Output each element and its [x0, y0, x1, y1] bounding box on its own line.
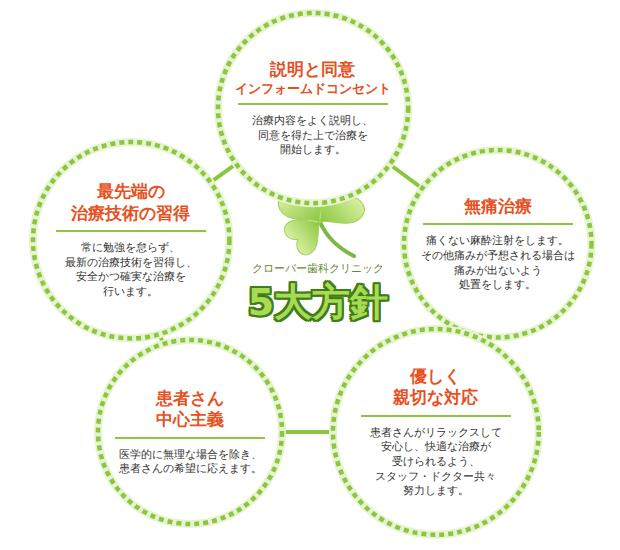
circle-glow [404, 150, 591, 337]
text-line: 最先端の [71, 181, 190, 202]
circle-content: 説明と同意インフォームドコンセント治療内容をよく説明し、同意を得た上で治療を開始… [235, 59, 391, 157]
circle-glow [218, 13, 408, 203]
text-line: 患者さんの希望に応えます。 [119, 461, 262, 476]
circle-body: 痛くない麻酔注射をします。その他痛みが予想される場合は痛みが出ないよう処置をしま… [421, 233, 575, 292]
circle-subheading: インフォームドコンセント [235, 81, 391, 97]
policy-circle: 患者さん中心主義医学的に無理な場合を除き、患者さんの希望に応えます。 [93, 335, 287, 529]
connector-line [284, 430, 331, 434]
heading-rule [238, 103, 388, 105]
circle-heading: 無痛治療 [464, 196, 532, 217]
text-line: 患者さん [156, 388, 224, 409]
text-line: 説明と同意 [270, 59, 355, 80]
circle-body: 治療内容をよく説明し、同意を得た上で治療を開始します。 [252, 113, 373, 157]
heading-rule [56, 230, 206, 232]
text-line: 痛みが出ないよう [421, 263, 575, 278]
text-line: 開始します。 [252, 142, 373, 157]
circle-content: 患者さん中心主義医学的に無理な場合を除き、患者さんの希望に応えます。 [115, 388, 265, 476]
text-line: 処置をします。 [421, 277, 575, 292]
circle-outline [93, 335, 287, 529]
text-line: インフォームドコンセント [235, 81, 391, 97]
circle-body: 医学的に無理な場合を除き、患者さんの希望に応えます。 [119, 447, 262, 476]
text-line: 安全かつ確実な治療を [65, 269, 197, 284]
text-line: 無痛治療 [464, 196, 532, 217]
connector-line [391, 166, 421, 188]
text-line: 優しく [393, 366, 478, 387]
heading-rule [361, 415, 511, 417]
text-line: 安心し、快適な治療が [370, 439, 502, 454]
text-line: 同意を得た上で治療を [252, 128, 373, 143]
circle-content: 優しく親切な対応患者さんがリラックスして安心し、快適な治療が受けられるよう、スタ… [361, 366, 511, 498]
text-line: 努力します。 [370, 483, 502, 498]
text-line: 治療技術の習得 [71, 203, 190, 224]
policy-circle: 無痛治療痛くない麻酔注射をします。その他痛みが予想される場合は痛みが出ないよう処… [399, 145, 596, 342]
text-line: 行います。 [65, 284, 197, 299]
text-line: 受けられるよう、 [370, 454, 502, 469]
circle-heading: 説明と同意 [270, 59, 355, 80]
circle-heading: 患者さん中心主義 [156, 388, 224, 431]
text-line: スタッフ・ドクター共々 [370, 469, 502, 484]
dashed-border [333, 329, 539, 535]
circle-body: 常に勉強を怠らず、最新の治療技術を習得し、安全かつ確実な治療を行います。 [65, 240, 197, 299]
circle-glow [98, 340, 282, 524]
policy-circle: 説明と同意インフォームドコンセント治療内容をよく説明し、同意を得た上で治療を開始… [213, 8, 413, 208]
circle-content: 最先端の治療技術の習得常に勉強を怠らず、最新の治療技術を習得し、安全かつ確実な治… [56, 181, 206, 298]
text-line: その他痛みが予想される場合は [421, 248, 575, 263]
policy-circle: 最先端の治療技術の習得常に勉強を怠らず、最新の治療技術を習得し、安全かつ確実な治… [28, 137, 234, 343]
policy-title: 5大方針 [248, 277, 388, 328]
heading-rule [423, 223, 573, 225]
text-line: 親切な対応 [393, 387, 478, 408]
text-line: 常に勉強を怠らず、 [65, 240, 197, 255]
policy-circle: 優しく親切な対応患者さんがリラックスして安心し、快適な治療が受けられるよう、スタ… [328, 324, 544, 540]
circle-content: 無痛治療痛くない麻酔注射をします。その他痛みが予想される場合は痛みが出ないよう処… [421, 196, 575, 292]
circle-glow [333, 329, 539, 535]
text-line: 中心主義 [156, 409, 224, 430]
clinic-name: クローバー歯科クリニック [252, 262, 384, 276]
circle-heading: 優しく親切な対応 [393, 366, 478, 409]
circle-body: 患者さんがリラックスして安心し、快適な治療が受けられるよう、スタッフ・ドクター共… [370, 425, 502, 498]
text-line: 痛くない麻酔注射をします。 [421, 233, 575, 248]
circle-outline [28, 137, 234, 343]
heading-rule [115, 437, 265, 439]
dashed-border [98, 340, 282, 524]
dashed-border [218, 13, 408, 203]
text-line: 医学的に無理な場合を除き、 [119, 447, 262, 462]
text-line: 最新の治療技術を習得し、 [65, 255, 197, 270]
circle-outline [213, 8, 413, 208]
dashed-border [404, 150, 591, 337]
text-line: 治療内容をよく説明し、 [252, 113, 373, 128]
connector-line [212, 165, 234, 181]
dashed-border [33, 142, 229, 338]
circle-glow [33, 142, 229, 338]
circle-heading: 最先端の治療技術の習得 [71, 181, 190, 224]
text-line: 患者さんがリラックスして [370, 425, 502, 440]
